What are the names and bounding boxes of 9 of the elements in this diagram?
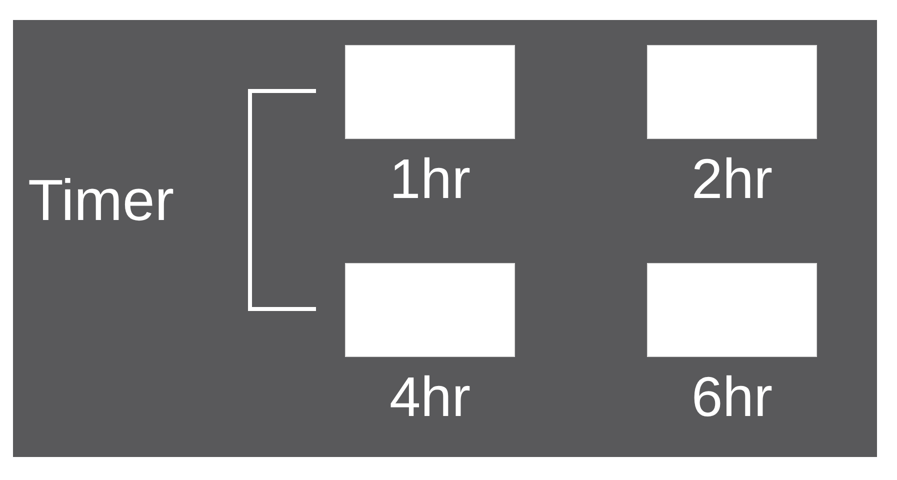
option-box — [647, 263, 817, 357]
duration-label: 6hr — [690, 365, 774, 429]
duration-label: 2hr — [690, 147, 774, 211]
option-box — [647, 45, 817, 139]
duration-label: 1hr — [388, 147, 472, 211]
option-box — [345, 45, 515, 139]
duration-label: 4hr — [388, 365, 472, 429]
timer-label: Timer — [28, 167, 174, 235]
option-box — [345, 263, 515, 357]
